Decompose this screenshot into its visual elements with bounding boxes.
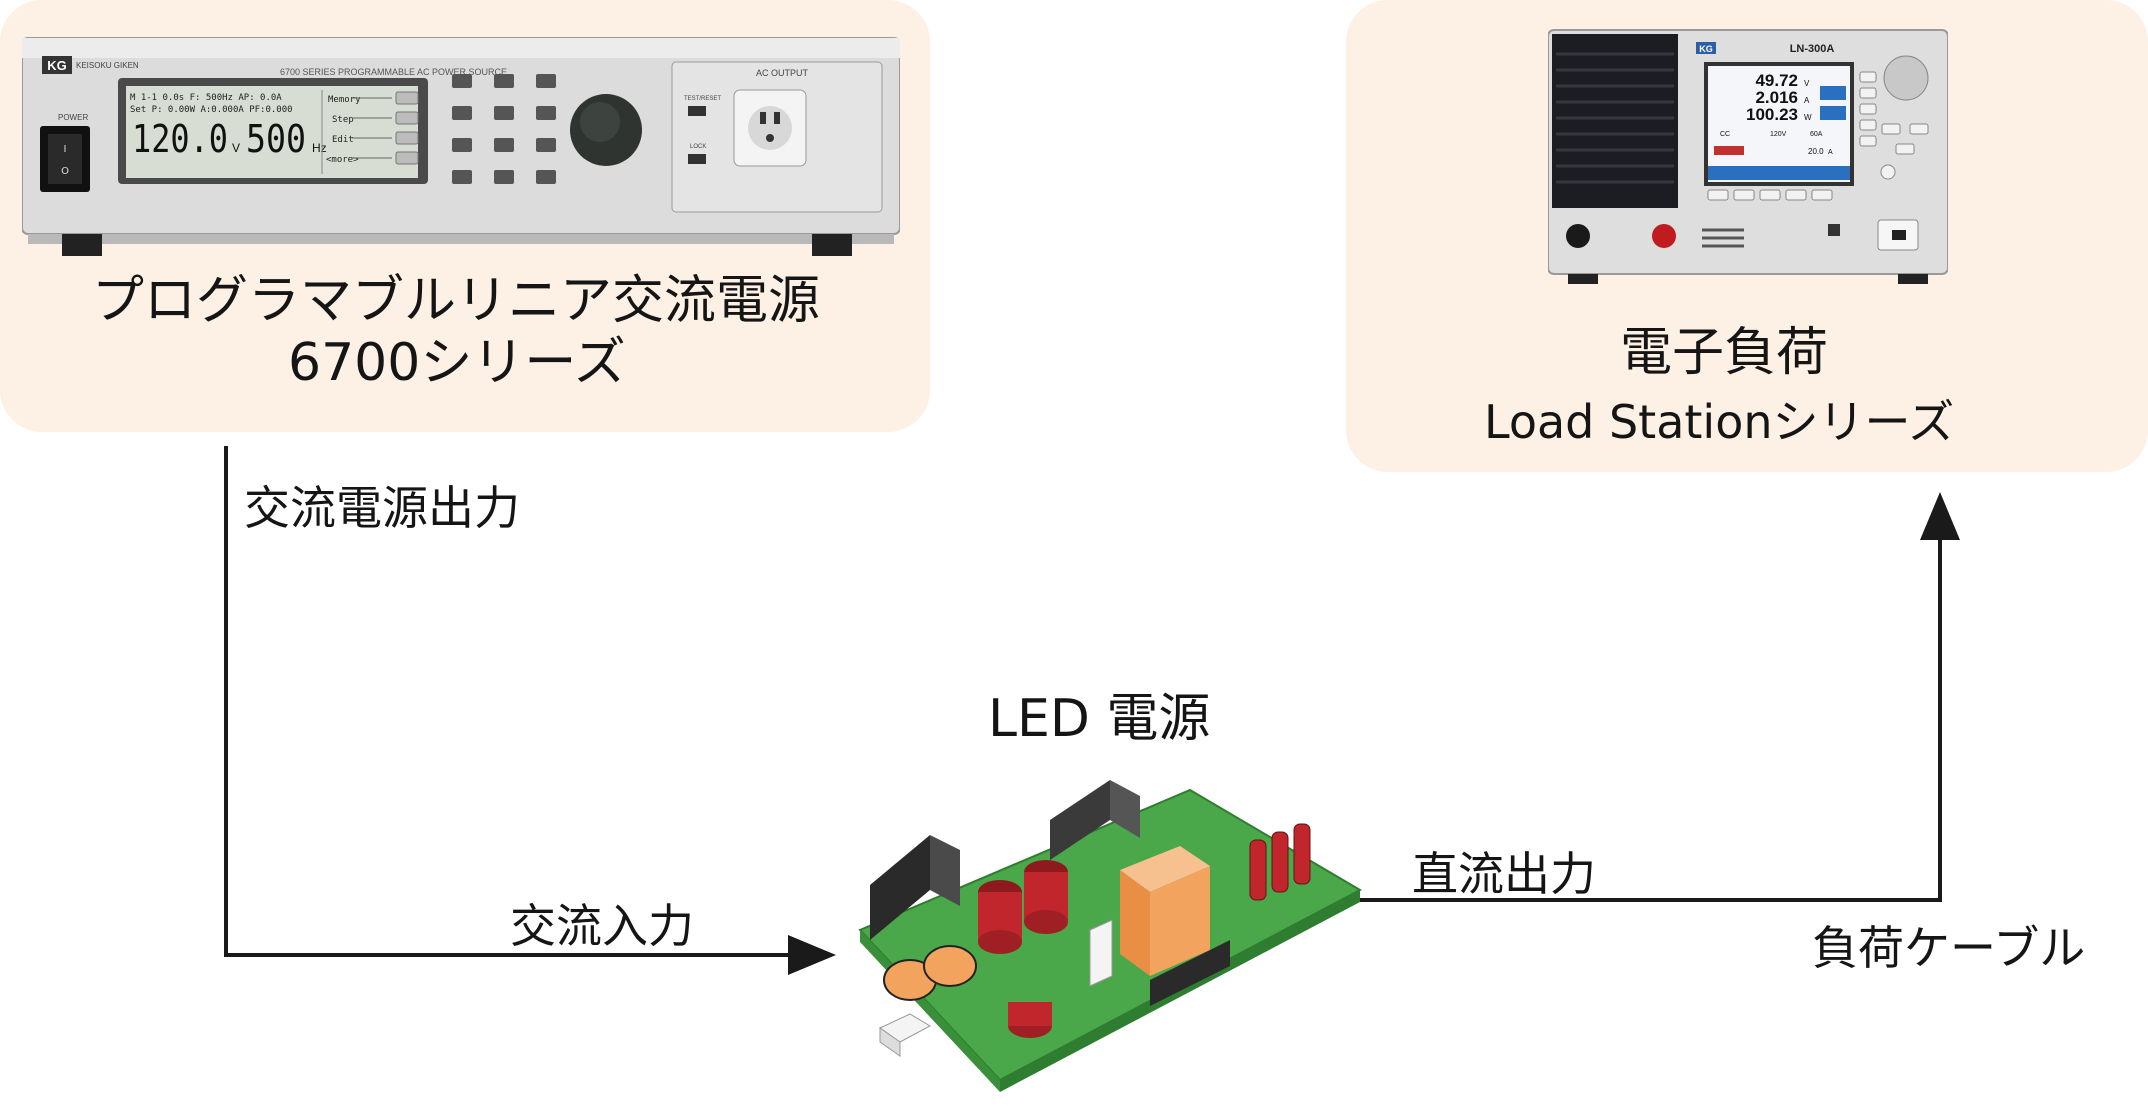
load-range-a: 60A [1810, 131, 1823, 138]
lcd-voltage-unit: V [232, 141, 240, 155]
model-line-text: 6700 SERIES PROGRAMMABLE AC POWER SOURCE [280, 67, 507, 77]
lcd-menu-more: <more> [326, 155, 359, 165]
dc-output-line [1355, 492, 1960, 902]
lcd-voltage: 120.0 [132, 117, 228, 161]
load-knob[interactable] [1883, 55, 1929, 101]
load-brand-logo: KG [1699, 44, 1713, 54]
terminal-positive [1652, 224, 1676, 248]
terminal-negative [1566, 224, 1590, 248]
label-ac-output: 交流電源出力 [244, 481, 520, 535]
source-subtitle: 6700シリーズ [288, 333, 626, 393]
lcd-line-2: Set P: 0.00W A:0.000A PF:0.000 [130, 105, 293, 115]
test-reset-button[interactable] [688, 106, 706, 116]
label-ac-input: 交流入力 [510, 899, 694, 953]
label-load-cable: 負荷ケーブル [1812, 921, 2086, 975]
lcd-menu-edit: Edit [332, 135, 354, 145]
lcd-frequency: 500 [246, 117, 306, 161]
load-title: 電子負荷 [1620, 323, 1829, 383]
numeric-keypad[interactable] [452, 74, 556, 184]
reading-voltage: 49.72 [1755, 71, 1798, 90]
svg-text:I: I [64, 144, 67, 155]
load-set-value: 20.0 [1808, 147, 1824, 156]
soft-keys[interactable] [352, 91, 419, 165]
brand-name-text: KEISOKU GIKEN [76, 61, 139, 70]
source-title: プログラマブルリニア交流電源 [92, 271, 821, 331]
load-screen [1708, 66, 1850, 182]
reading-voltage-unit: V [1804, 79, 1810, 88]
load-subtitle: Load Stationシリーズ [1484, 395, 1955, 449]
electronic-load-device: KG LN-300A 49.72 V 2.016 A 100.23 W CC 1… [1548, 29, 1948, 284]
lock-button[interactable] [688, 154, 706, 164]
svg-text:O: O [61, 166, 69, 177]
cooling-vent [1552, 34, 1678, 208]
label-dc-output: 直流出力 [1412, 847, 1596, 901]
load-model: LN-300A [1790, 43, 1835, 55]
load-side-buttons[interactable] [1707, 71, 1877, 201]
lcd-display [126, 86, 418, 178]
test-reset-label: TEST/RESET [684, 96, 721, 102]
load-mode: CC [1720, 131, 1730, 138]
brand-logo-text: KG [47, 58, 67, 73]
lcd-frequency-unit: Hz [312, 141, 327, 155]
led-power-title: LED 電源 [988, 689, 1211, 749]
load-set-unit: A [1828, 149, 1833, 156]
power-label: POWER [58, 113, 88, 122]
reading-current-unit: A [1804, 96, 1810, 105]
reading-power-unit: W [1804, 113, 1812, 122]
ac-output-line [224, 446, 836, 975]
load-range-v: 120V [1770, 131, 1787, 138]
lock-label: LOCK [690, 144, 706, 150]
lcd-menu-step: Step [332, 115, 354, 125]
reading-power: 100.23 [1746, 105, 1798, 124]
led-power-supply-board [858, 780, 1363, 1092]
lcd-line-1: M 1-1 0.0s F: 500Hz AP: 0.0A [130, 93, 282, 103]
ac-power-source-device: KG KEISOKU GIKEN 6700 SERIES PROGRAMMABL… [22, 37, 900, 256]
ac-output-label: AC OUTPUT [756, 68, 809, 78]
lcd-menu-memory: Memory [328, 95, 361, 105]
reading-current: 2.016 [1755, 88, 1798, 107]
kg-logo [42, 56, 72, 74]
